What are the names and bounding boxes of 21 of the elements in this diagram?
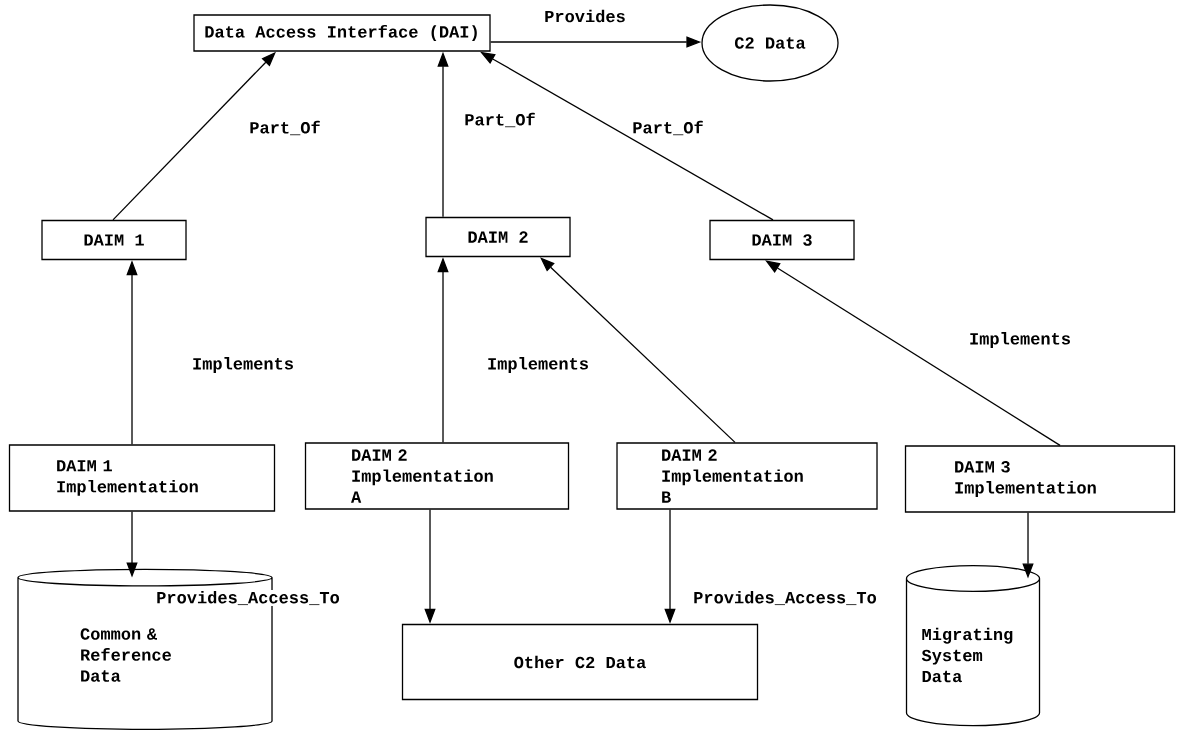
edge-label: Implements [191, 356, 295, 374]
data-box: Other C2 Data [401, 623, 759, 701]
arrow [765, 260, 1061, 446]
edge-label: Implements [968, 331, 1072, 349]
interface-box: Data Access Interface (DAI) [193, 14, 491, 52]
edge-label: Provides [543, 8, 627, 24]
implementation-box: DAIM 1 Implementation [8, 444, 276, 512]
edge-label: Part_Of [631, 119, 705, 137]
module-box: DAIM 2 [425, 216, 571, 258]
module-box: DAIM 1 [41, 219, 187, 261]
edge-label: Provides_Access_To [692, 589, 878, 607]
database-cylinder: Migrating System Data [905, 565, 1041, 727]
module-box: DAIM 3 [709, 219, 855, 261]
edge-label: Part_Of [463, 111, 537, 129]
edge-label: Implements [486, 356, 590, 374]
edge-label: Provides_Access_To [155, 589, 341, 607]
arrow [540, 257, 736, 443]
edge-label: Part_Of [248, 119, 322, 137]
implementation-box: DAIM 2 Implementation B [616, 442, 878, 510]
implementation-box: DAIM 2 Implementation A [304, 442, 570, 510]
implementation-box: DAIM 3 Implementation [904, 445, 1176, 513]
